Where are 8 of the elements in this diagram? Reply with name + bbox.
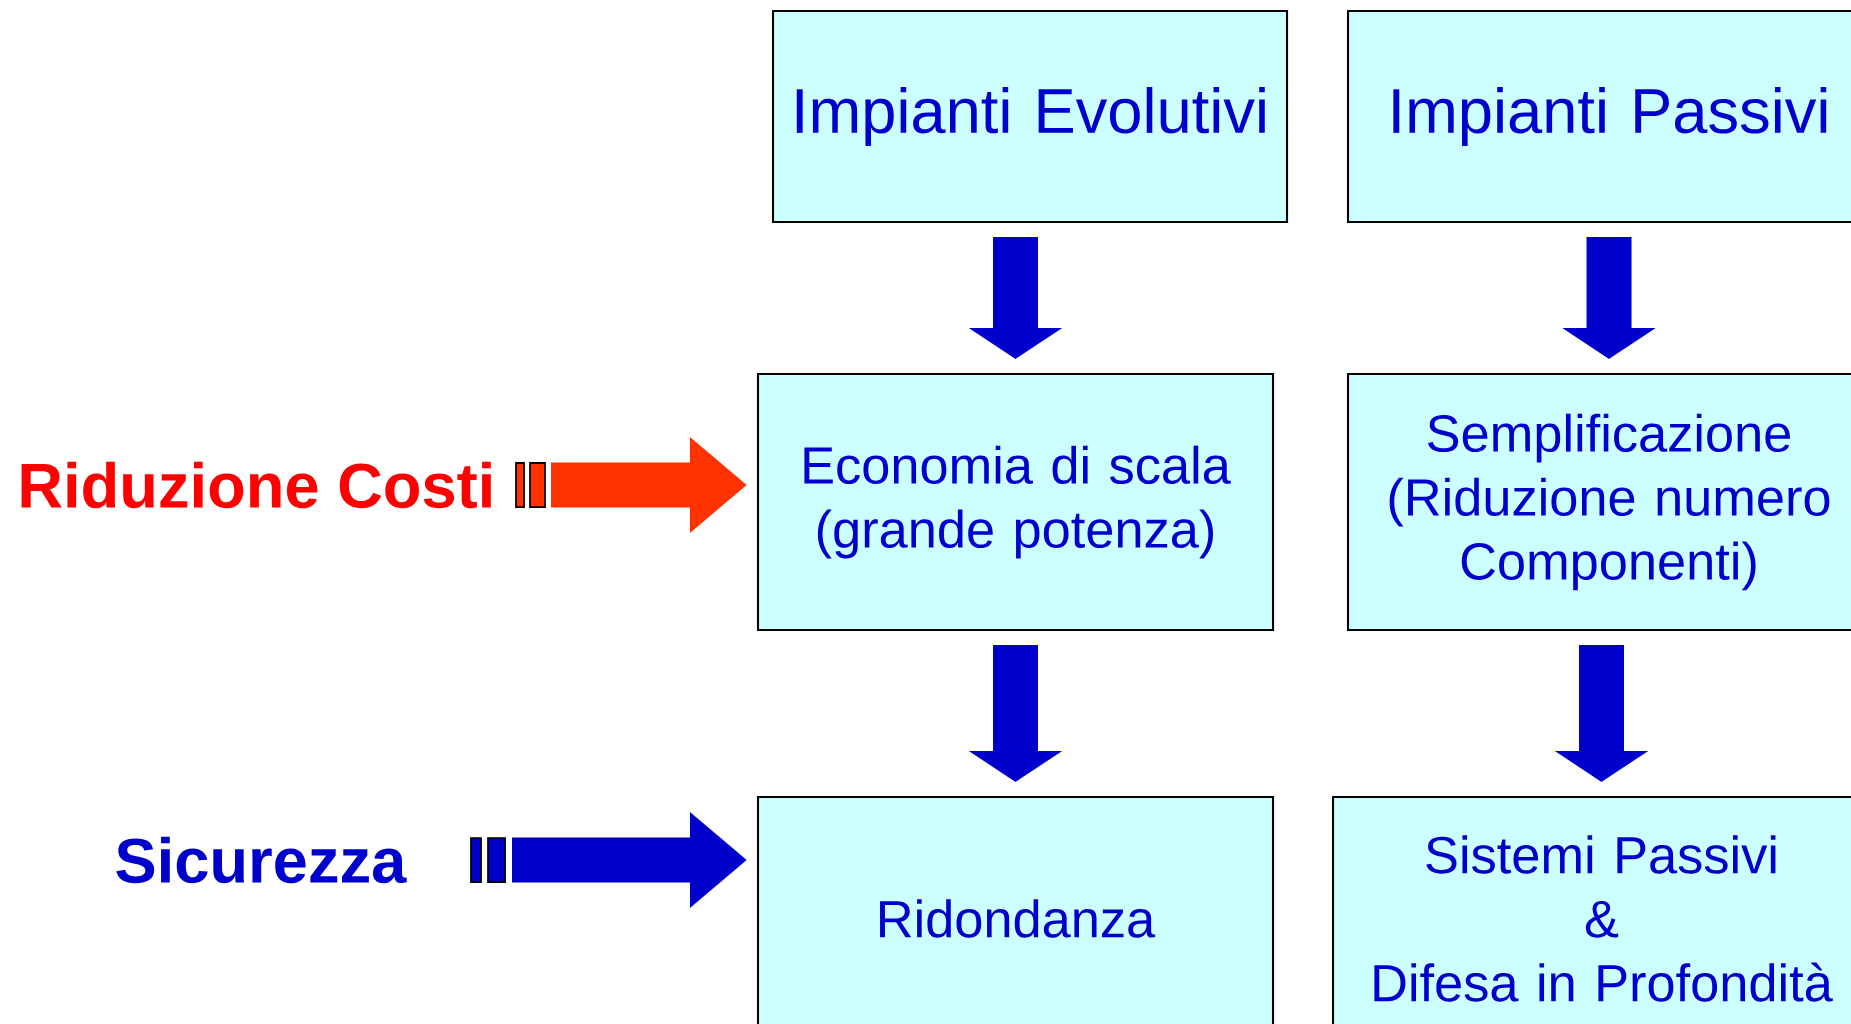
side-label: Sicurezza: [116, 836, 407, 884]
text-box: Impianti Passivi: [1346, 9, 1851, 224]
text-box: Impianti Evolutivi: [771, 9, 1289, 224]
side-label: Riduzione Costi: [21, 461, 491, 509]
text-box: Semplificazione (Riduzione numero Componenti): [1346, 372, 1851, 632]
text-box: Economia di scala (grande potenza): [756, 372, 1275, 632]
text-box: Sistemi Passivi & Difesa in Profondità: [1331, 795, 1851, 1024]
text-box: Ridondanza: [756, 795, 1275, 1024]
